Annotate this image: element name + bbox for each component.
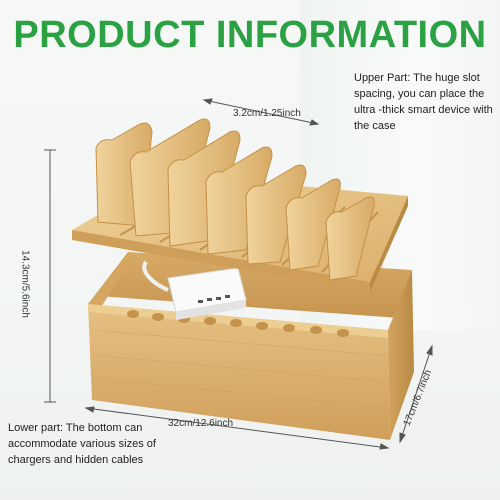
divider-5 bbox=[245, 164, 307, 265]
lower-box bbox=[88, 252, 414, 440]
divider-3 bbox=[167, 130, 241, 247]
height-label: 14.3cm/5.6inch bbox=[19, 250, 31, 318]
dimension-lines bbox=[44, 98, 433, 450]
divider-4 bbox=[205, 146, 273, 255]
divider-7 bbox=[325, 196, 375, 281]
slot-spacing-label: 3.2cm/1.25inch bbox=[233, 108, 301, 119]
lower-part-note: Lower part: The bottom can accommodate v… bbox=[8, 422, 156, 466]
upper-part-note: Upper Part: The huge slot spacing, you c… bbox=[354, 72, 493, 132]
slot-dividers bbox=[95, 118, 375, 281]
width-label: 32cm/12.6inch bbox=[168, 418, 234, 429]
page-title: PRODUCT INFORMATION bbox=[13, 14, 487, 56]
lower-box-side bbox=[388, 270, 414, 440]
upper-tray-front-edge bbox=[72, 230, 370, 292]
divider-6 bbox=[285, 178, 341, 271]
usb-charger bbox=[142, 260, 247, 320]
lower-box-front bbox=[88, 304, 390, 440]
